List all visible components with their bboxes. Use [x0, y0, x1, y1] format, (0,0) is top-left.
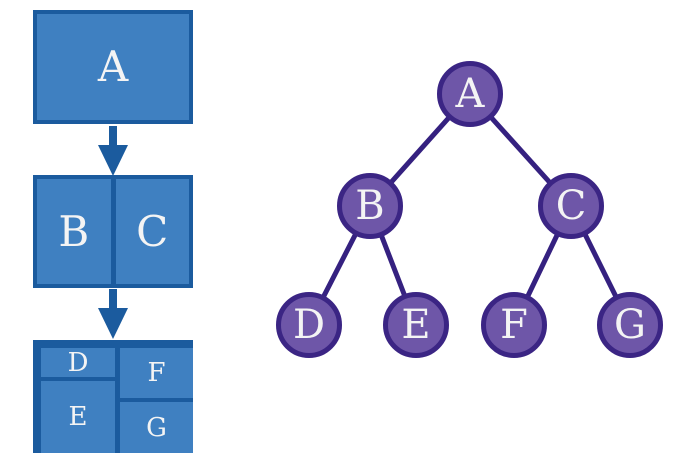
tree-node-e-label: E — [401, 302, 431, 348]
flow-box-g: G — [120, 402, 193, 453]
cell-divider — [110, 179, 116, 284]
tree-node-d-label: D — [292, 302, 326, 348]
tree-node-b: B — [337, 173, 403, 239]
down-arrow-icon — [98, 126, 128, 176]
flow-box-d-label: D — [67, 347, 89, 378]
flow-box-f: F — [120, 348, 193, 398]
flow-box-b: B — [37, 179, 111, 284]
tree-node-a: A — [437, 61, 503, 127]
flow-box-e-label: E — [68, 402, 88, 432]
flow-box-c: C — [116, 179, 190, 284]
tree-node-c: C — [538, 173, 604, 239]
tree-node-d: D — [276, 292, 342, 358]
flow-box-d: D — [41, 348, 115, 377]
tree-node-f-label: F — [500, 302, 528, 348]
flow-box-defg: D E F G — [33, 340, 193, 453]
tree-node-a-label: A — [455, 71, 485, 117]
flow-box-f-label: F — [147, 358, 166, 388]
tree-node-g-label: G — [614, 302, 646, 348]
flow-box-g-label: G — [146, 412, 167, 443]
flow-box-a: A — [33, 10, 193, 124]
tree-node-c-label: C — [555, 183, 587, 229]
flow-box-defg-grid: D E F G — [41, 348, 193, 453]
tree-node-e: E — [383, 292, 449, 358]
flow-box-c-label: C — [136, 206, 169, 256]
flow-box-bc: B C — [33, 175, 193, 288]
tree-node-b-label: B — [355, 183, 385, 229]
flow-box-a-label: A — [97, 42, 129, 91]
down-arrow-icon — [98, 289, 128, 339]
flow-box-e: E — [41, 381, 115, 453]
flow-box-b-label: B — [58, 206, 90, 256]
tree-node-g: G — [597, 292, 663, 358]
tree-node-f: F — [481, 292, 547, 358]
